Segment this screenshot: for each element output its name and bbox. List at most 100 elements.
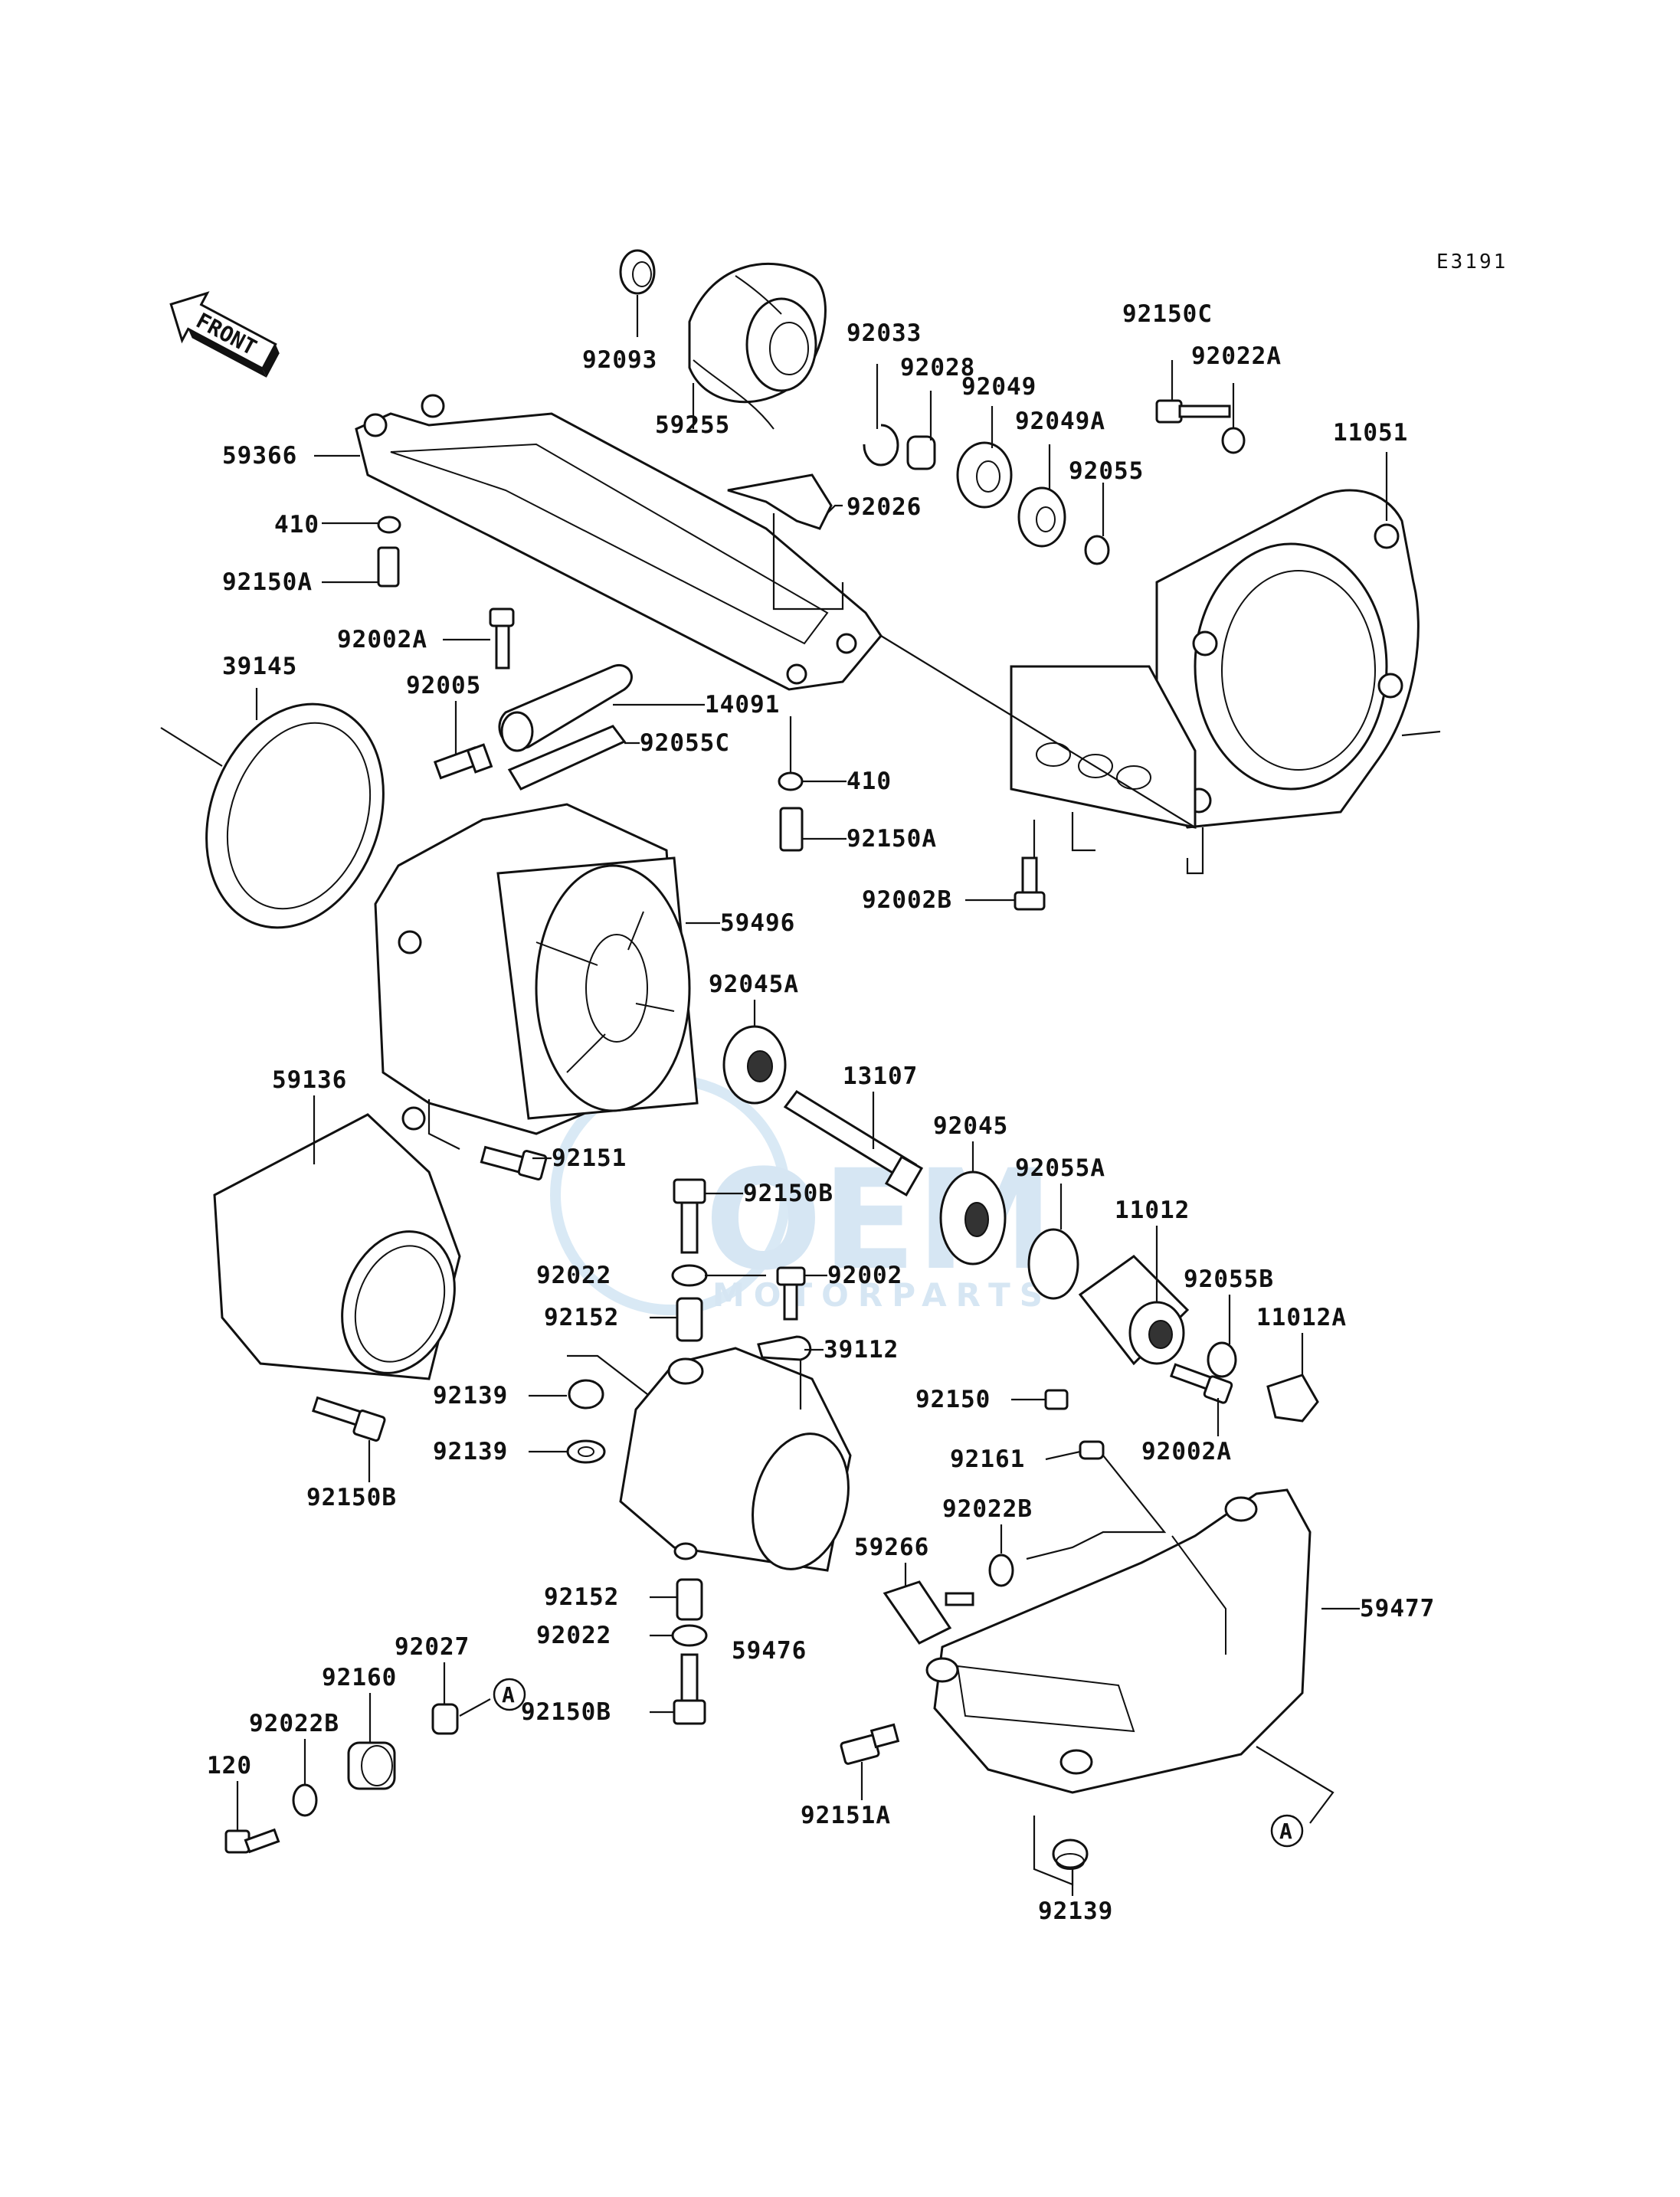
label-92150a-top: 92150A (222, 568, 313, 596)
oring-92055a-shape (1027, 1228, 1079, 1300)
bolt-92150-shape (1044, 1389, 1069, 1410)
collar-shape (906, 435, 936, 470)
svg-text:A: A (502, 1682, 515, 1708)
oring-92055-shape (1084, 535, 1110, 565)
front-arrow-icon: FRONT (169, 291, 280, 378)
washer-92022b-left-shape (292, 1783, 318, 1817)
bolt-120-shape (224, 1828, 280, 1854)
label-59496: 59496 (720, 909, 795, 937)
seal-92049a-shape (1017, 486, 1066, 548)
label-120: 120 (207, 1752, 252, 1780)
gasket-92055c-shape (507, 725, 627, 791)
label-59136: 59136 (272, 1066, 347, 1094)
label-92139-b: 92139 (433, 1438, 508, 1465)
part-92151a-shape (840, 1723, 900, 1765)
label-92055a: 92055A (1015, 1154, 1105, 1182)
bolt-92150c-shape (1155, 399, 1231, 424)
label-92022b-left: 92022B (249, 1710, 339, 1737)
label-59255: 59255 (655, 411, 730, 439)
label-92033: 92033 (847, 319, 922, 347)
washer-92022b-right-shape (988, 1554, 1014, 1587)
label-92045: 92045 (933, 1112, 1008, 1140)
part-92161-shape (1079, 1440, 1105, 1460)
bolt-92150a-mid-shape (779, 807, 804, 852)
label-92151a: 92151A (801, 1802, 891, 1829)
bushing-92139-b-shape (566, 1439, 606, 1464)
label-92093: 92093 (582, 346, 657, 374)
label-92150a-mid: 92150A (847, 825, 937, 853)
label-11012: 11012 (1115, 1197, 1190, 1224)
part-59266-shape (883, 1580, 974, 1645)
label-92022b-right: 92022B (942, 1495, 1033, 1523)
label-410-top: 410 (274, 511, 319, 539)
fitting-92005-shape (433, 743, 493, 780)
label-92055b: 92055B (1184, 1265, 1274, 1293)
spacer-92152-lower-shape (676, 1578, 703, 1621)
label-92160: 92160 (322, 1664, 397, 1691)
pump-case-59496-shape (374, 803, 699, 1135)
bearing-92045a-shape (722, 1025, 787, 1105)
bushing-92139-c-shape (1052, 1838, 1089, 1870)
label-59366: 59366 (222, 442, 297, 470)
label-92055: 92055 (1069, 457, 1144, 485)
label-39112: 39112 (824, 1336, 899, 1364)
bolt-92150a-top-shape (377, 546, 400, 588)
label-92139-c: 92139 (1038, 1897, 1113, 1925)
bolt-92002a-lower-shape (1169, 1363, 1233, 1404)
housing-59477-shape (925, 1488, 1312, 1794)
part-92027-shape (431, 1703, 459, 1735)
lever-39112-shape (757, 1335, 812, 1361)
label-92049a: 92049A (1015, 408, 1105, 435)
label-39145: 39145 (222, 653, 297, 680)
impeller-shape (688, 262, 827, 430)
label-92027: 92027 (395, 1633, 470, 1661)
bushing-92139-a-shape (568, 1379, 604, 1410)
nozzle-59136-shape (213, 1113, 461, 1380)
label-92045a: 92045A (709, 971, 799, 998)
label-92002: 92002 (827, 1262, 902, 1289)
part-92160-shape (347, 1741, 396, 1790)
label-92005: 92005 (406, 672, 481, 699)
spacer-92152-upper-shape (676, 1297, 703, 1342)
deflector-59476-shape (619, 1347, 852, 1572)
part-92093-shape (619, 249, 656, 295)
housing-11051-shape (1010, 489, 1420, 829)
shaft-13107-shape (783, 1090, 924, 1197)
watermark-sub: MOTORPARTS (712, 1276, 1052, 1314)
plate-92026-shape (727, 473, 833, 530)
washer-92022a-shape (1221, 427, 1246, 454)
cap-14091-shape (498, 663, 633, 752)
label-92150b-left: 92150B (306, 1484, 397, 1511)
reference-marker-a-right: A (1270, 1814, 1304, 1848)
base-plate-59366-shape (355, 394, 883, 691)
label-92152-lower: 92152 (544, 1583, 619, 1611)
label-59476: 59476 (732, 1637, 807, 1665)
reference-marker-a-left: A (493, 1678, 526, 1711)
bolt-92150b-left-shape (312, 1396, 386, 1442)
label-410-mid: 410 (847, 768, 892, 795)
plug-11012a-shape (1266, 1374, 1319, 1423)
bolt-92150b-lower-shape (673, 1653, 706, 1725)
label-92022-lower: 92022 (536, 1622, 611, 1649)
label-92049: 92049 (961, 373, 1036, 401)
seal-92049-shape (956, 441, 1013, 509)
label-92151: 92151 (552, 1144, 627, 1172)
washer-92022-upper-shape (671, 1264, 708, 1287)
label-92026: 92026 (847, 493, 922, 521)
label-92150b-upper: 92150B (743, 1180, 833, 1207)
bolt-92150b-upper-shape (673, 1178, 706, 1254)
label-92152-upper: 92152 (544, 1304, 619, 1331)
label-13107: 13107 (843, 1062, 918, 1090)
label-59477: 59477 (1360, 1595, 1435, 1622)
label-92150c: 92150C (1122, 300, 1213, 328)
washer-410-mid-shape (778, 771, 804, 791)
label-92150b-lower: 92150B (521, 1698, 611, 1726)
cap-11012-shape (1078, 1255, 1190, 1366)
washer-92022-lower-shape (671, 1624, 708, 1647)
label-92055c: 92055C (640, 729, 730, 757)
bolt-92002b-shape (1014, 856, 1046, 911)
label-92022a: 92022A (1191, 342, 1282, 370)
label-92002b: 92002B (862, 886, 952, 914)
washer-410-top-shape (377, 516, 401, 534)
